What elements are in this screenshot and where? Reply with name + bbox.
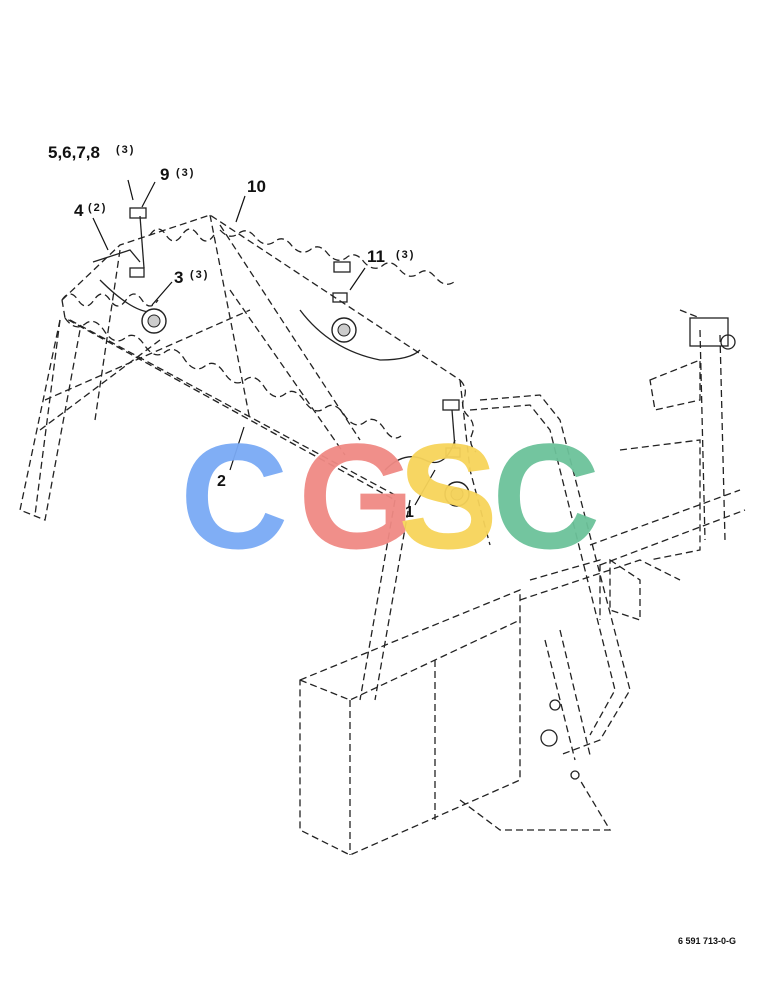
callout-9: 9 bbox=[160, 165, 169, 184]
roll-bar-frame bbox=[19, 214, 631, 756]
leader-lines bbox=[92, 179, 436, 506]
watermark-letter-s: S bbox=[398, 412, 498, 580]
callout-9-qty: (3) bbox=[176, 167, 195, 179]
callout-11: 11 bbox=[367, 247, 385, 266]
callout-10: 10 bbox=[247, 177, 266, 196]
callout-5-6-7-8: 5,6,7,8 bbox=[48, 143, 100, 162]
callout-1: 1 bbox=[405, 504, 414, 521]
lamp-assembly-center bbox=[331, 261, 357, 343]
callout-2: 2 bbox=[217, 473, 226, 490]
document-number: 6 591 713-0-G bbox=[678, 936, 736, 946]
callout-11-qty: (3) bbox=[396, 249, 415, 261]
callout-3-qty: (3) bbox=[190, 269, 209, 281]
callout-3: 3 bbox=[174, 268, 183, 287]
watermark-letter-g: G bbox=[298, 412, 415, 580]
machine-body bbox=[299, 309, 746, 856]
watermark-letter-c2: C bbox=[492, 412, 600, 580]
watermark: C G S C bbox=[180, 412, 600, 580]
watermark-letter-c1: C bbox=[180, 412, 288, 580]
callout-5-6-7-8-qty: (3) bbox=[116, 144, 135, 156]
callouts: 5,6,7,8 (3) 9 (3) 10 4 (2) 3 (3) 11 (3) … bbox=[48, 143, 415, 521]
lamp-assembly-right bbox=[442, 399, 470, 507]
lamp-assembly-left bbox=[92, 207, 167, 334]
callout-4-qty: (2) bbox=[88, 202, 107, 214]
callout-4: 4 bbox=[74, 201, 84, 220]
